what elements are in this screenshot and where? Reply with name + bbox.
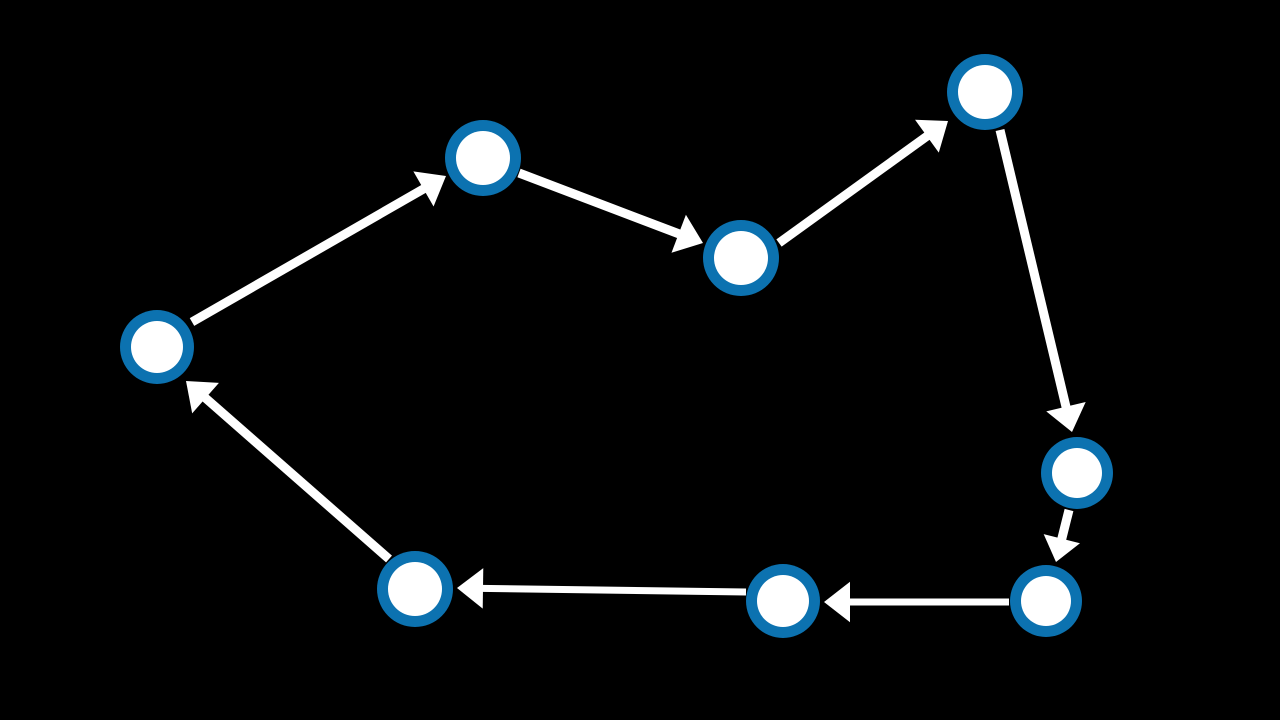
graph-node[interactable] [120, 310, 194, 384]
edge-arrowhead [1043, 534, 1080, 562]
edge-arrowhead [824, 581, 850, 623]
graph-node[interactable] [377, 551, 453, 627]
edge-shaft [189, 184, 428, 326]
graph-node[interactable] [445, 120, 521, 196]
graph-edge [776, 119, 948, 247]
edge-shaft [776, 131, 932, 247]
graph-node[interactable] [947, 54, 1023, 130]
node-core [456, 131, 510, 185]
node-core [757, 575, 809, 627]
edge-shaft [480, 584, 747, 596]
graph-node[interactable] [1010, 565, 1082, 637]
edge-shaft [201, 393, 392, 563]
graph-node[interactable] [1041, 437, 1113, 509]
edge-arrowhead [457, 568, 484, 609]
graph-edge [517, 168, 703, 253]
edge-shaft [517, 168, 683, 239]
graph-edge [189, 171, 446, 326]
node-core [1021, 576, 1071, 626]
edge-shaft [995, 128, 1071, 410]
edge-arrowhead [413, 171, 446, 207]
node-core [388, 562, 442, 616]
graph-edge [824, 581, 1009, 623]
graph-edge [1043, 508, 1080, 562]
nodes-layer [120, 54, 1113, 638]
node-core [958, 65, 1012, 119]
edges-layer [186, 119, 1086, 623]
graph-edge [186, 381, 392, 563]
node-core [131, 321, 183, 373]
edge-arrowhead [915, 119, 948, 153]
edge-arrowhead [1046, 402, 1086, 432]
node-core [714, 231, 768, 285]
edge-arrowhead [671, 214, 703, 253]
graph-edge [457, 568, 747, 609]
edge-shaft [1056, 508, 1074, 542]
graph-node[interactable] [746, 564, 820, 638]
edge-arrowhead [186, 381, 219, 414]
graph-edge [995, 128, 1086, 432]
node-core [1052, 448, 1102, 498]
graph-node[interactable] [703, 220, 779, 296]
